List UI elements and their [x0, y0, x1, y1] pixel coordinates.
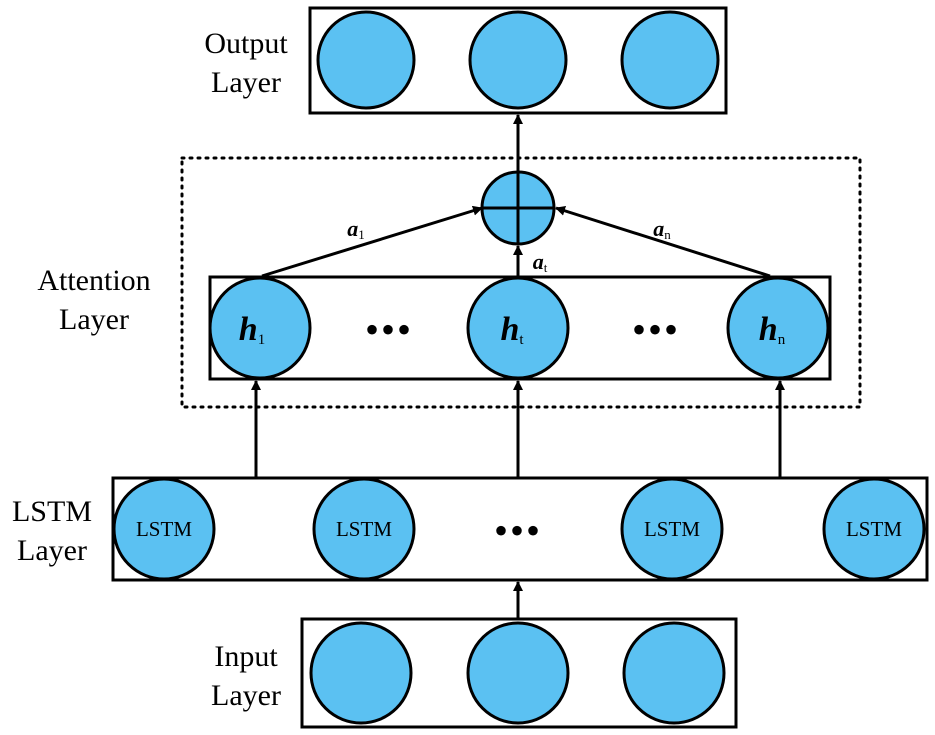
output-node: [316, 10, 416, 110]
lstm-cell: [112, 477, 216, 581]
attention-layer-label-line1: Attention: [37, 264, 150, 297]
input-node: [622, 621, 726, 725]
lstm-layer: LSTM Layer LSTM LSTM LSTM LSTM •••: [12, 476, 929, 582]
hidden-state-label-hn: hn: [759, 311, 786, 348]
hidden-state-label-h1: h1: [239, 311, 265, 348]
circle-plus-icon: [480, 170, 556, 246]
attention-weight-a1: a1: [347, 216, 365, 242]
hidden-state-node-h1: [208, 276, 312, 380]
output-node: [468, 10, 568, 110]
attention-layer: Attention Layer h1 ht hn ••• ••• a1: [37, 156, 862, 409]
lstm-layer-label-line2: Layer: [17, 534, 87, 567]
hidden-state-node-ht: [466, 276, 570, 380]
lstm-cell-label: LSTM: [846, 517, 902, 541]
lstm-cell: [312, 477, 416, 581]
lstm-ellipsis: •••: [494, 508, 542, 553]
lstm-cell: [620, 477, 724, 581]
lstm-cell-label: LSTM: [336, 517, 392, 541]
lstm-cell-label: LSTM: [644, 517, 700, 541]
output-node: [620, 10, 720, 110]
input-layer-label-line1: Input: [214, 640, 278, 673]
input-node: [466, 621, 570, 725]
output-layer-label-line1: Output: [204, 27, 288, 60]
output-layer-label-line2: Layer: [211, 66, 281, 99]
lstm-cell: [822, 477, 926, 581]
hidden-state-node-hn: [726, 276, 830, 380]
output-layer-box: [308, 6, 728, 115]
output-layer: Output Layer: [204, 6, 728, 115]
attention-weight-at: at: [533, 249, 548, 275]
lstm-layer-label-line1: LSTM: [12, 495, 92, 528]
attention-arrow-an: [555, 205, 771, 278]
hidden-state-ellipsis-left: •••: [365, 307, 413, 352]
attention-layer-label-line2: Layer: [59, 303, 129, 336]
hidden-state-label-ht: ht: [500, 311, 524, 348]
attention-arrow-a1: [261, 205, 483, 278]
attention-layer-dotted-boundary: [180, 156, 862, 409]
input-node: [309, 621, 413, 725]
lstm-cell-label: LSTM: [136, 517, 192, 541]
input-layer-label-line2: Layer: [211, 679, 281, 712]
hidden-state-ellipsis-right: •••: [632, 307, 680, 352]
input-layer: Input Layer: [211, 617, 738, 729]
attention-weight-an: an: [653, 216, 671, 242]
